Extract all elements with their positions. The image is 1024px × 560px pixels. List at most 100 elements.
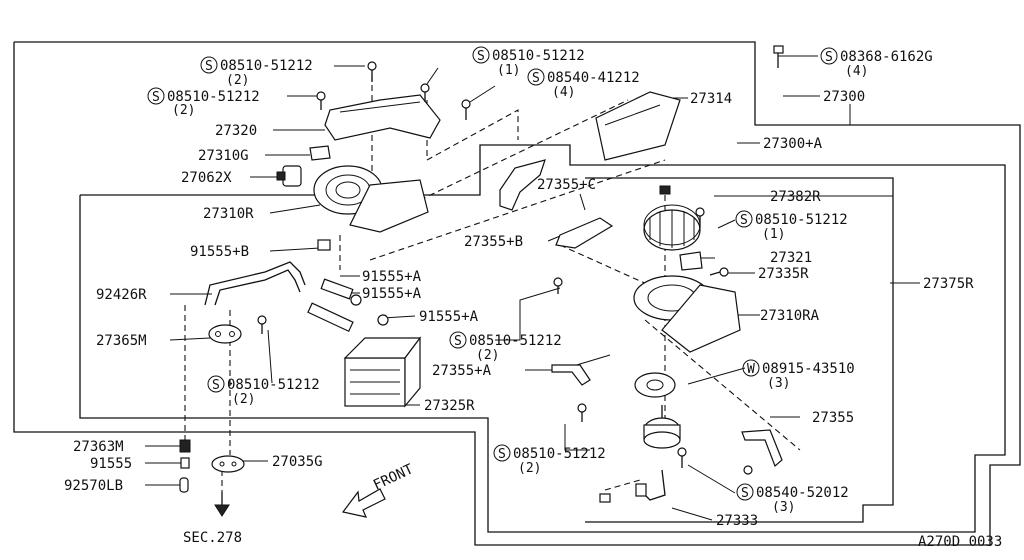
label-27355c: 27355+C bbox=[537, 177, 596, 193]
qty-08540-41212: (4) bbox=[552, 85, 575, 100]
s-symbols bbox=[147, 46, 838, 501]
label-27320: 27320 bbox=[215, 123, 257, 139]
gasket bbox=[634, 372, 676, 398]
label-27325r: 27325R bbox=[424, 398, 475, 414]
leader-lines bbox=[145, 55, 920, 521]
label-08510-51212-e: 08510-51212 bbox=[469, 333, 562, 349]
bracket-27365m bbox=[208, 324, 242, 344]
s-symbol: S bbox=[740, 213, 748, 228]
bracket-27321 bbox=[679, 251, 703, 271]
screw-08510-lower-b bbox=[553, 277, 563, 294]
symbol-letters: S S S S S S S S S S W bbox=[152, 49, 833, 501]
bracket-27355b bbox=[555, 217, 614, 249]
w-symbol: W bbox=[747, 362, 755, 377]
label-08510-51212-g: 08510-51212 bbox=[513, 446, 606, 462]
hose-92426r bbox=[204, 261, 306, 306]
label-27310g: 27310G bbox=[198, 148, 249, 164]
label-27314: 27314 bbox=[690, 91, 732, 107]
blower-housing-27310r bbox=[313, 165, 429, 233]
screw-08510-c bbox=[420, 83, 430, 102]
label-08368-6162g: 08368-6162G bbox=[840, 49, 933, 65]
screw-08540-52012 bbox=[677, 447, 753, 475]
frame-27300a bbox=[79, 144, 1006, 533]
sec-arrow bbox=[214, 492, 230, 517]
label-92426r: 92426R bbox=[96, 287, 147, 303]
label-27363m: 27363M bbox=[73, 439, 124, 455]
qty-08510-51212-b: (2) bbox=[172, 103, 195, 118]
label-27355a: 27355+A bbox=[432, 363, 492, 379]
clip-27310g bbox=[309, 145, 331, 161]
label-27333: 27333 bbox=[716, 513, 758, 529]
s-symbol: S bbox=[454, 334, 462, 349]
s-symbol: S bbox=[205, 59, 213, 74]
hoses-91555a bbox=[307, 278, 389, 333]
s-symbol: S bbox=[152, 90, 160, 105]
duct-27314 bbox=[595, 91, 681, 161]
screw-08510-d bbox=[695, 207, 705, 228]
label-08915-43510: 08915-43510 bbox=[762, 361, 855, 377]
bracket-27355c bbox=[499, 159, 546, 211]
label-08510-51212-b: 08510-51212 bbox=[167, 89, 260, 105]
label-sec-278: SEC.278 bbox=[183, 530, 242, 546]
part-27335r bbox=[709, 267, 729, 277]
bolt-08368-6162g bbox=[773, 45, 784, 68]
label-92570lb: 92570LB bbox=[64, 478, 123, 494]
label-27310r: 27310R bbox=[203, 206, 254, 222]
label-08540-41212: 08540-41212 bbox=[547, 70, 640, 86]
grommet-27363m bbox=[179, 439, 191, 453]
motor bbox=[643, 405, 681, 449]
s-symbol: S bbox=[498, 447, 506, 462]
qty-08510-51212-g: (2) bbox=[518, 461, 541, 476]
bracket-27320 bbox=[324, 94, 441, 141]
nut-top bbox=[659, 185, 671, 195]
label-27310ra: 27310RA bbox=[760, 308, 820, 324]
s-symbol: S bbox=[825, 50, 833, 65]
label-08510-51212-f: 08510-51212 bbox=[227, 377, 320, 393]
screw-08540-41212 bbox=[461, 99, 471, 120]
clip-91555 bbox=[180, 457, 190, 469]
qty-08540-52012: (3) bbox=[772, 500, 795, 515]
label-27382r: 27382R bbox=[770, 189, 821, 205]
bracket-27035g bbox=[211, 455, 245, 473]
screw-08510-e bbox=[257, 315, 267, 334]
qty-08510-51212-f: (2) bbox=[232, 392, 255, 407]
label-08510-51212-d: 08510-51212 bbox=[755, 212, 848, 228]
label-27035g: 27035G bbox=[272, 454, 323, 470]
label-91555b: 91555+B bbox=[190, 244, 249, 260]
screw-08510-f bbox=[577, 403, 587, 422]
label-27335r: 27335R bbox=[758, 266, 809, 282]
harness-27333 bbox=[599, 469, 666, 503]
qty-08510-51212-c: (1) bbox=[497, 63, 520, 78]
connector-27062x bbox=[276, 165, 302, 187]
blower-27325r bbox=[343, 336, 422, 408]
s-symbol: S bbox=[741, 486, 749, 501]
label-08510-51212-c: 08510-51212 bbox=[492, 48, 585, 64]
label-27355b: 27355+B bbox=[464, 234, 523, 250]
label-08510-51212-a: 08510-51212 bbox=[220, 58, 313, 74]
label-91555a-1: 91555+A bbox=[362, 269, 422, 285]
label-91555a-2: 91555+A bbox=[362, 286, 422, 302]
assembly-dashed-lines bbox=[184, 75, 801, 492]
front-arrow bbox=[341, 488, 386, 518]
label-91555: 91555 bbox=[90, 456, 132, 472]
label-27375r: 27375R bbox=[923, 276, 974, 292]
label-27355: 27355 bbox=[812, 410, 854, 426]
bracket-27355 bbox=[741, 429, 783, 468]
label-27300: 27300 bbox=[823, 89, 865, 105]
bracket-27355a bbox=[551, 364, 591, 386]
clip-91555b bbox=[317, 239, 331, 251]
qty-08510-51212-d: (1) bbox=[762, 227, 785, 242]
s-symbol: S bbox=[212, 378, 220, 393]
label-front: FRONT bbox=[371, 461, 416, 494]
screw-08510-b bbox=[316, 91, 326, 110]
screw-08510-a bbox=[367, 61, 377, 82]
qty-08510-51212-e: (2) bbox=[476, 348, 499, 363]
case-27310ra bbox=[633, 275, 741, 353]
label-08540-52012: 08540-52012 bbox=[756, 485, 849, 501]
part-labels: 08510-51212 (2) 08510-51212 (2) 08510-51… bbox=[64, 48, 1002, 550]
frame-27300 bbox=[13, 41, 1021, 546]
fan-27382r bbox=[643, 204, 701, 251]
plug-92570lb bbox=[179, 477, 189, 493]
